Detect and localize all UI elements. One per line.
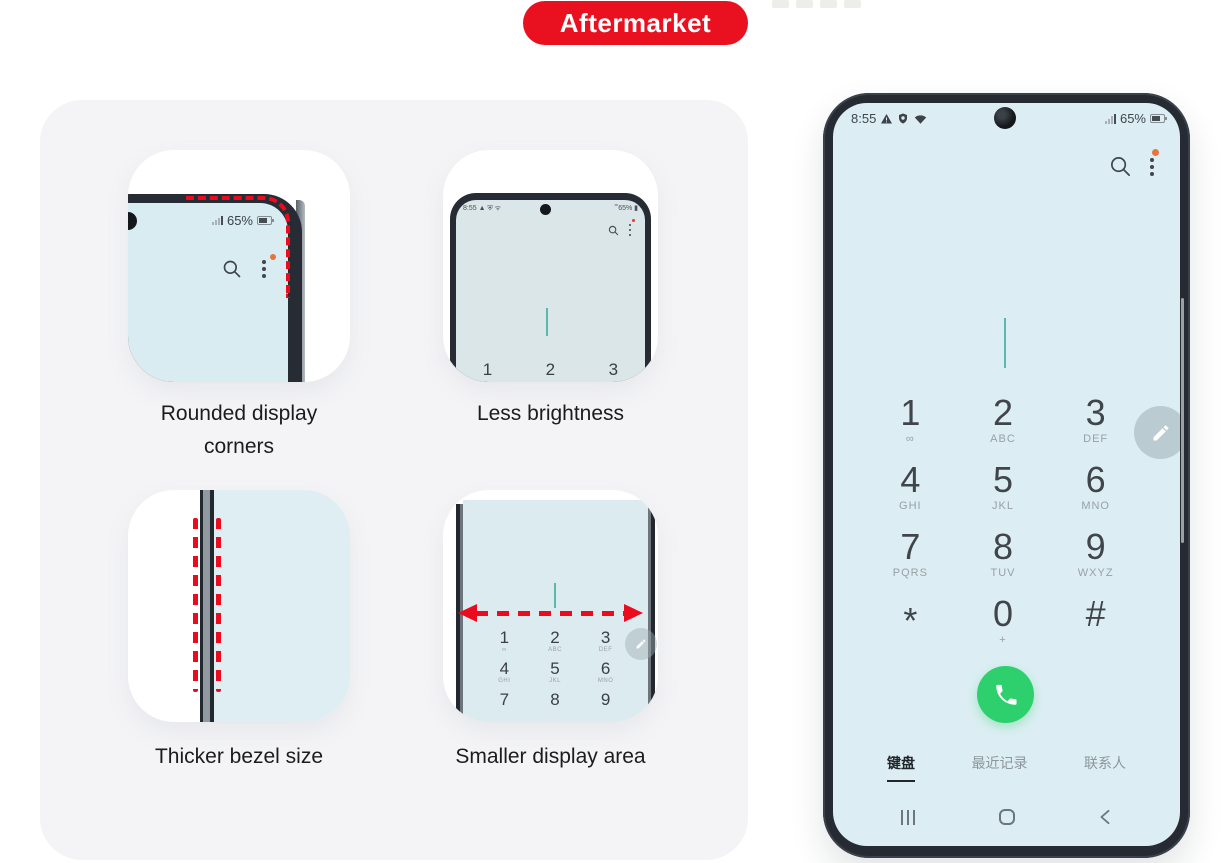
phone-screen: 8:55 65%: [833, 103, 1180, 846]
camera-punch-hole: [540, 204, 551, 215]
key-1[interactable]: 1: [482, 360, 493, 379]
battery-icon: [1150, 114, 1167, 123]
back-nav-icon[interactable]: [1098, 809, 1112, 825]
camera-punch-hole: [128, 212, 137, 230]
caption-rounded-corners: Rounded display corners: [160, 402, 318, 458]
key-0[interactable]: 0+: [992, 593, 1013, 647]
edit-pencil-button[interactable]: [625, 628, 657, 660]
defects-panel: 65% 8:55 ▲ ⛨ ᯤ ᪲ 65% ▮: [40, 100, 748, 860]
aftermarket-badge: Aftermarket: [523, 1, 748, 45]
frame-highlight: [1181, 298, 1184, 543]
shield-icon: [899, 113, 908, 124]
phone-icon: [995, 684, 1017, 705]
key-1[interactable]: 1∞: [499, 628, 510, 653]
caption-thicker-bezel: Thicker bezel size: [154, 745, 324, 768]
dialer-tab-bar: 键盘 最近记录 联系人: [833, 753, 1180, 782]
notification-dot: [1152, 149, 1159, 156]
card-thicker-bezel: [128, 490, 350, 722]
status-bar: 65%: [211, 213, 274, 228]
battery-percent: 65%: [1119, 111, 1146, 126]
status-time: 8:55 ▲ ⛨ ᯤ: [463, 205, 502, 212]
caption-less-brightness: Less brightness: [476, 402, 625, 425]
more-menu-icon[interactable]: [629, 224, 631, 236]
card-less-brightness: 8:55 ▲ ⛨ ᯤ ᪲ 65% ▮ 1 2 3: [443, 150, 658, 382]
signal-icon: [211, 216, 223, 225]
arrow-right-icon: [624, 604, 643, 622]
edit-pencil-button[interactable]: [1134, 406, 1180, 459]
phone-screen-corner: 65%: [128, 196, 290, 382]
arrow-left-icon: [458, 604, 477, 622]
voicemail-label: ∞: [905, 433, 915, 445]
notification-dot: [270, 254, 276, 260]
more-menu-icon[interactable]: [1150, 157, 1154, 176]
home-nav-icon[interactable]: [998, 809, 1015, 825]
tab-keypad[interactable]: 键盘: [887, 753, 915, 782]
camera-punch-hole: [994, 107, 1016, 129]
caption-smaller-display: Smaller display area: [455, 745, 646, 768]
key-9[interactable]: 9: [600, 690, 611, 709]
status-battery: ᪲ 65% ▮: [616, 205, 638, 212]
navigation-bar: [833, 806, 1180, 828]
pencil-icon: [1153, 425, 1168, 440]
dial-cursor: [1004, 318, 1006, 368]
more-menu-icon[interactable]: [262, 260, 266, 278]
key-7[interactable]: 7: [499, 690, 510, 709]
tab-recents[interactable]: 最近记录: [971, 755, 1028, 771]
phone-bezel-strip: [200, 490, 214, 722]
battery-percent: 65%: [226, 213, 253, 228]
key-3[interactable]: 3: [608, 360, 619, 379]
status-bar: 8:55 ▲ ⛨ ᯤ ᪲ 65% ▮: [463, 204, 638, 213]
phone-frame: 8:55 65%: [823, 93, 1190, 858]
corner-highlight-dashed-line: [186, 196, 290, 298]
status-right: 65%: [1104, 111, 1167, 126]
status-left: 8:55: [851, 111, 928, 126]
key-2[interactable]: 2: [545, 360, 556, 379]
search-icon[interactable]: [222, 259, 242, 279]
status-bar: 8:55 65%: [851, 111, 1167, 126]
dim-phone-screen: 8:55 ▲ ⛨ ᯤ ᪲ 65% ▮ 1 2 3: [456, 200, 645, 382]
call-button[interactable]: [977, 666, 1034, 723]
search-icon[interactable]: [608, 225, 619, 236]
signal-icon: [1104, 113, 1116, 124]
status-time: 8:55: [851, 111, 877, 126]
key-1[interactable]: 1∞: [864, 393, 957, 447]
recents-nav-icon[interactable]: [901, 809, 915, 825]
key-hash[interactable]: #: [1085, 593, 1106, 634]
notification-dot: [632, 219, 635, 222]
dial-cursor: [546, 308, 548, 336]
bezel-width-dashed-line: [216, 518, 221, 692]
battery-icon: [257, 216, 274, 225]
phone-bezel-right: [648, 504, 655, 722]
key-8[interactable]: 8: [550, 690, 560, 709]
keypad-row: 1 2 3: [456, 360, 645, 380]
phone-screen-edge: [214, 490, 350, 722]
dial-cursor: [554, 583, 556, 608]
bezel-width-dashed-line: [193, 518, 198, 692]
warning-icon: [881, 113, 893, 123]
wifi-icon: [915, 114, 927, 124]
tab-contacts[interactable]: 联系人: [1084, 755, 1126, 771]
search-icon[interactable]: [1109, 155, 1132, 178]
cropped-text-fragment: [772, 0, 861, 8]
card-rounded-corners: 65%: [128, 150, 350, 382]
width-dashed-line: [476, 611, 625, 616]
key-star[interactable]: *: [903, 600, 918, 641]
